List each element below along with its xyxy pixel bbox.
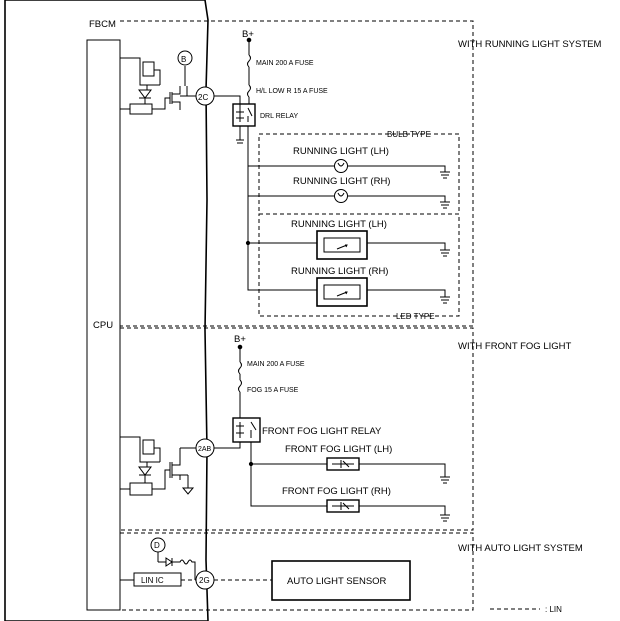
drl-relay <box>232 103 256 127</box>
bulb-lh-symbol <box>334 159 348 173</box>
led-lh-label: RUNNING LIGHT (LH) <box>291 219 387 230</box>
connector-2c-label: 2C <box>198 93 208 102</box>
running-section-title: WITH RUNNING LIGHT SYSTEM <box>458 39 601 50</box>
cpu-label: CPU <box>93 320 113 331</box>
fog-bplus-label: B+ <box>234 334 246 345</box>
cpu-block <box>86 39 121 611</box>
connector-2c <box>195 86 215 106</box>
fog-section-title: WITH FRONT FOG LIGHT <box>458 341 571 352</box>
running-fuse-main-label: MAIN 200 A FUSE <box>256 60 314 67</box>
marker-d-label: D <box>154 541 160 550</box>
led-rh-box <box>316 277 368 307</box>
running-bplus-label: B+ <box>242 29 254 40</box>
fog-fuse-sub-label: FOG 15 A FUSE <box>247 387 299 394</box>
running-fuse-sub-label: H/L LOW R 15 A FUSE <box>256 88 328 95</box>
running-frame <box>120 20 474 327</box>
marker-b-label: B <box>181 55 186 64</box>
lin-legend-label: : LIN <box>545 605 562 614</box>
fbcm-outline <box>4 0 209 621</box>
auto-section-title: WITH AUTO LIGHT SYSTEM <box>458 543 583 554</box>
led-type-frame <box>258 213 460 317</box>
marker-d <box>150 537 166 553</box>
bulb-lh-label: RUNNING LIGHT (LH) <box>293 146 389 157</box>
fog-driver-block <box>129 482 153 496</box>
fog-frame <box>120 327 474 531</box>
fog-relay <box>232 417 261 443</box>
fog-lh-label: FRONT FOG LIGHT (LH) <box>285 444 392 455</box>
fog-relay-label: FRONT FOG LIGHT RELAY <box>262 426 382 437</box>
fog-rh-lamp <box>326 499 360 513</box>
fog-rh-label: FRONT FOG LIGHT (RH) <box>282 486 391 497</box>
connector-2g-label: 2G <box>199 576 210 585</box>
connector-2g <box>195 570 215 590</box>
bulb-type-label: BULB TYPE <box>387 130 431 139</box>
connector-2ab <box>195 438 215 458</box>
led-lh-box <box>316 230 368 260</box>
marker-b <box>177 50 193 66</box>
fbcm-label: FBCM <box>89 19 116 30</box>
fog-lh-lamp <box>326 457 360 471</box>
fog-fuse-main-label: MAIN 200 A FUSE <box>247 361 305 368</box>
connector-2ab-label: 2AB <box>198 446 212 453</box>
led-type-label: LED TYPE <box>396 312 435 321</box>
auto-light-sensor-label: AUTO LIGHT SENSOR <box>287 576 387 587</box>
led-rh-label: RUNNING LIGHT (RH) <box>291 266 388 277</box>
running-driver-block <box>129 103 153 115</box>
auto-light-sensor-box <box>271 560 411 601</box>
drl-relay-label: DRL RELAY <box>260 113 298 120</box>
auto-frame <box>120 532 474 611</box>
bulb-rh-label: RUNNING LIGHT (RH) <box>293 176 390 187</box>
lin-ic-label: LIN IC <box>141 576 164 585</box>
bulb-rh-symbol <box>334 189 348 203</box>
